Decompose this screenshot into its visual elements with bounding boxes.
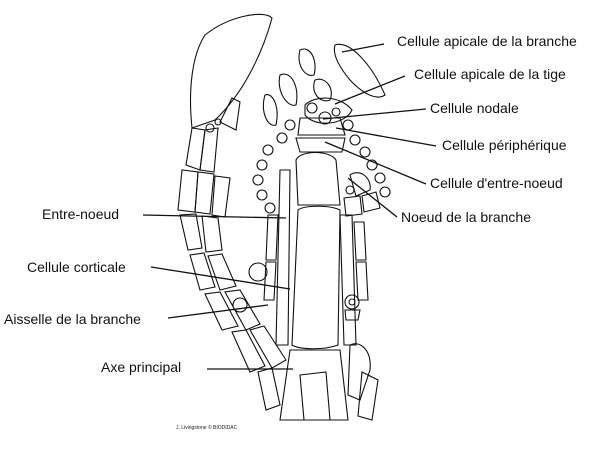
- right-node-cells: [343, 172, 391, 217]
- label-branch-axil: Aisselle de la branche: [4, 311, 141, 327]
- leader-stem-apical-cell: [334, 75, 406, 105]
- label-branch-apical-cell: Cellule apicale de la branche: [397, 33, 577, 49]
- apex-cells: [252, 43, 386, 214]
- leader-branch-apical-cell: [341, 43, 385, 53]
- label-cortical-cell: Cellule corticale: [27, 259, 126, 275]
- leader-lines: [142, 43, 437, 370]
- label-main-axis: Axe principal: [101, 359, 182, 375]
- label-nodal-cell: Cellule nodale: [430, 100, 519, 116]
- leader-internode: [142, 214, 287, 219]
- leader-internode-cell: [324, 141, 427, 185]
- main-axis-cells: [263, 151, 379, 421]
- label-internode: Entre-noeud: [42, 206, 120, 222]
- leader-peripheral-cell: [335, 127, 437, 147]
- label-stem-apical-cell: Cellule apicale de la tige: [414, 66, 566, 82]
- credit-line: J. Livingstone © BIODIDAC: [176, 425, 238, 431]
- label-internode-cell: Cellule d'entre-noeud: [430, 175, 563, 191]
- left-branch-cells: [177, 13, 287, 411]
- leader-branch-axil: [167, 304, 269, 319]
- leader-branch-node: [347, 177, 398, 218]
- label-branch-node: Noeud de la branche: [401, 209, 531, 225]
- leader-cortical-cell: [150, 266, 291, 290]
- leader-nodal-cell: [322, 108, 427, 120]
- label-peripheral-cell: Cellule périphérique: [442, 137, 567, 153]
